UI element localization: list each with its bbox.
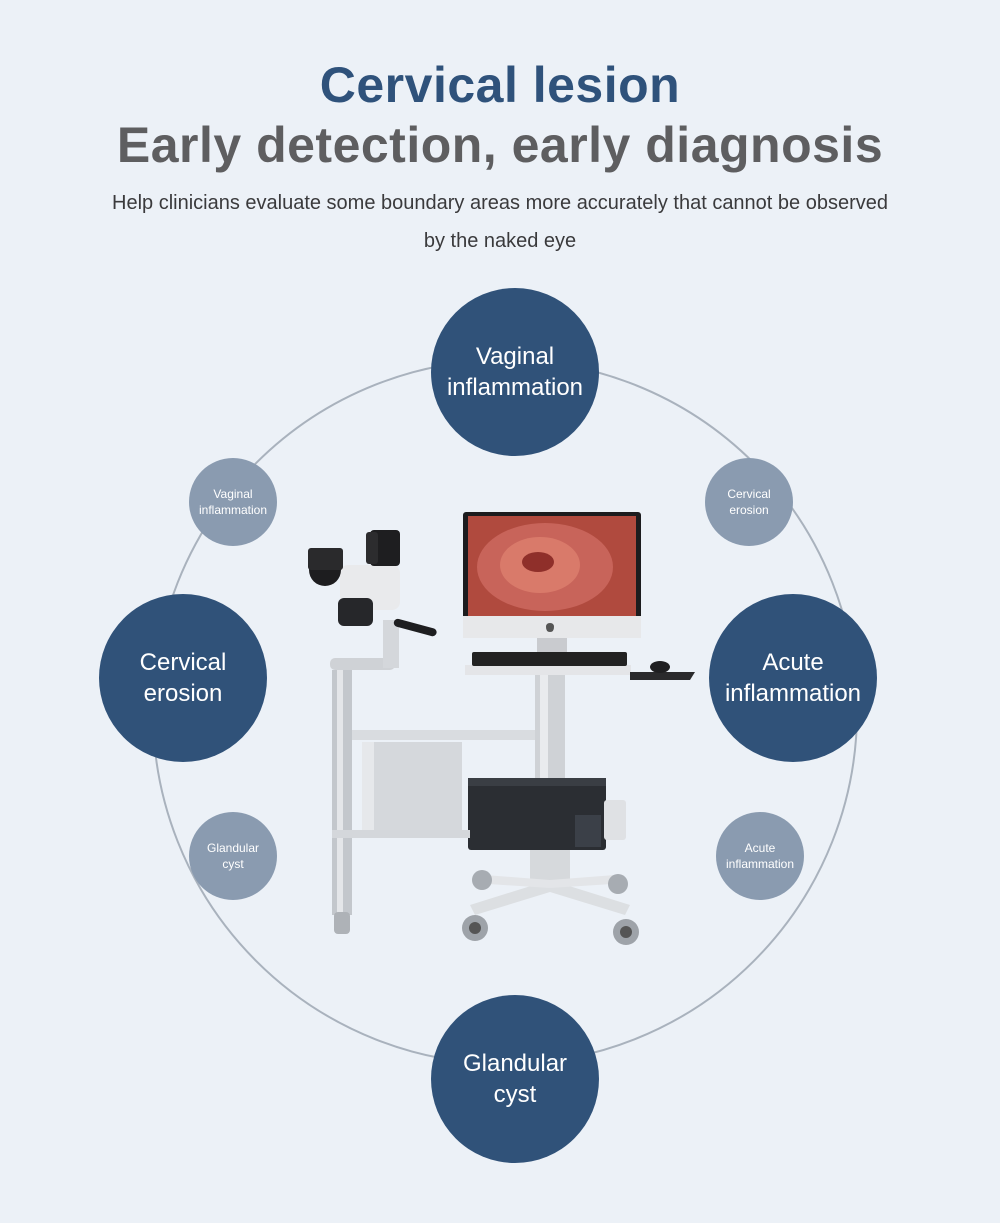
- small-circle-acute-inflammation: Acute inflammation: [716, 812, 804, 900]
- title-line-2: Early detection, early diagnosis: [116, 117, 884, 173]
- circle-glandular-cyst: Glandular cyst: [431, 995, 599, 1163]
- title-line-1: Cervical lesion: [319, 57, 681, 113]
- circle-label: Cervical erosion: [727, 487, 771, 517]
- circle-acute-inflammation: Acute inflammation: [709, 594, 877, 762]
- circle-label: Acute inflammation: [725, 841, 795, 871]
- small-circle-glandular-cyst: Glandular cyst: [189, 812, 277, 900]
- circle-label: Glandular cyst: [462, 1050, 568, 1108]
- colposcope-workstation-image: [308, 512, 695, 945]
- small-circle-cervical-erosion: Cervical erosion: [705, 458, 793, 546]
- circle-label: Cervical erosion: [139, 649, 227, 707]
- circle-vaginal-inflammation: Vaginal inflammation: [431, 288, 599, 456]
- circle-label: Glandular cyst: [206, 841, 260, 871]
- circle-label: Vaginal inflammation: [198, 487, 268, 517]
- subtitle: Help clinicians evaluate some boundary a…: [112, 192, 888, 252]
- circle-label: Acute inflammation: [724, 649, 862, 707]
- circle-label: Vaginal inflammation: [446, 343, 584, 401]
- apple-logo-icon: [546, 623, 554, 632]
- small-circle-vaginal-inflammation: Vaginal inflammation: [189, 458, 277, 546]
- circle-cervical-erosion: Cervical erosion: [99, 594, 267, 762]
